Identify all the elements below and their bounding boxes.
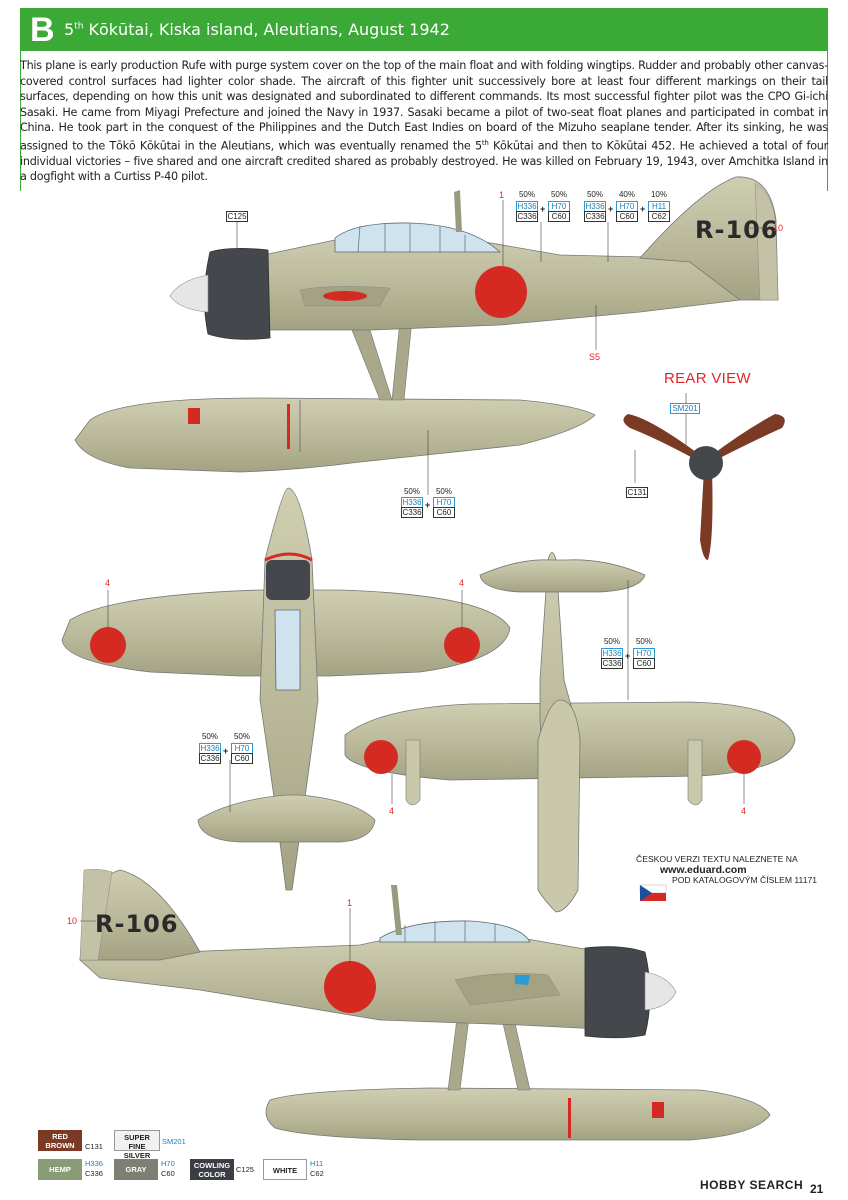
legend-code: H11 (310, 1159, 324, 1168)
mix-percent: 50% (201, 732, 218, 741)
callout-1-side-2: 1 (347, 898, 353, 908)
legend-code: C131 (85, 1142, 103, 1151)
float-red-band (188, 408, 200, 424)
swatch-hemp: HEMP (38, 1159, 82, 1180)
paint-code-box: C60 (633, 658, 655, 669)
tail-code: R-106 (695, 216, 779, 244)
rear-view-title: REAR VIEW (664, 370, 751, 387)
paint-code-box: C336 (401, 507, 423, 518)
callout-10-side: 10 (773, 223, 784, 233)
swatch-gray: GRAY (114, 1159, 158, 1180)
top-view-aircraft (61, 487, 511, 891)
main-float-2 (265, 1087, 771, 1141)
tail-code-2: R-106 (95, 910, 179, 938)
paint-code-box: C336 (601, 658, 623, 669)
mix-percent: 50% (233, 732, 250, 741)
paint-code-box: C336 (584, 211, 606, 222)
main-float (74, 397, 596, 473)
mix-percent: 50% (635, 637, 652, 646)
czech-note: ČESKOU VERZI TEXTU NALEZNETE NA www.edua… (636, 854, 836, 886)
spinner (169, 274, 209, 313)
legend-code: C125 (236, 1165, 254, 1174)
legend-code: C60 (161, 1169, 175, 1178)
mix-percent: 50% (603, 637, 620, 646)
hinomaru-top-left (90, 627, 126, 663)
callout-4-top-left: 4 (105, 578, 111, 588)
cowling-2 (584, 946, 651, 1039)
prop-color-box: C131 (626, 487, 648, 498)
paint-code-box: C336 (516, 211, 538, 222)
mix-percent: 50% (586, 190, 603, 199)
swatch-white: WHITE (263, 1159, 307, 1180)
hinomaru-bottom-right (727, 740, 761, 774)
paint-code-box: C336 (199, 753, 221, 764)
right-border (827, 51, 828, 191)
mix-percent: 50% (403, 487, 420, 496)
callout-10-side-2: 10 (67, 916, 78, 926)
canopy-2 (379, 920, 531, 943)
callout-4-top-right: 4 (459, 578, 465, 588)
side-view-aircraft: R-106 (74, 176, 779, 495)
left-border (20, 51, 21, 191)
paint-code-box: C62 (648, 211, 670, 222)
scheme-letter: B (30, 11, 55, 49)
mix-percent: 50% (435, 487, 452, 496)
mix-percent: 50% (518, 190, 535, 199)
hinomaru-fuselage-2 (324, 961, 376, 1013)
mix-percent: 10% (650, 190, 667, 199)
czech-note-line3: POD KATALOGOVÝM ČÍSLEM 11171 (672, 875, 818, 885)
callout-4-bottom-right: 4 (741, 806, 747, 816)
eduard-link[interactable]: www.eduard.com (660, 863, 747, 876)
cowling (204, 248, 271, 340)
hinomaru-bottom-left (364, 740, 398, 774)
spinner-color-box: SM201 (670, 403, 700, 414)
legend-code: C62 (310, 1169, 324, 1178)
spinner-2 (644, 971, 677, 1011)
legend-code: C336 (85, 1169, 103, 1178)
side-view-aircraft-2: R-106 (79, 869, 771, 1141)
prop-hub (689, 446, 723, 480)
bottom-view-aircraft (344, 552, 796, 913)
legend-code: H336 (85, 1159, 103, 1168)
mix-percent: 50% (550, 190, 567, 199)
czech-flag (639, 884, 667, 901)
page-number: 21 (810, 1182, 824, 1196)
legend-code: SM201 (162, 1137, 186, 1146)
tail-fin (639, 176, 779, 301)
paint-code-box: C60 (231, 753, 253, 764)
scheme-title: 5th Kōkūtai, Kiska island, Aleutians, Au… (64, 20, 450, 39)
paint-code-box: C60 (616, 211, 638, 222)
hobby-search-watermark: HOBBY SEARCH (700, 1178, 804, 1192)
paint-code-box: C60 (548, 211, 570, 222)
mix-percent: 40% (618, 190, 635, 199)
scheme-description: This plane is early production Rufe with… (20, 59, 828, 184)
page-header: B 5th Kōkūtai, Kiska island, Aleutians, … (20, 8, 828, 51)
callout-4-bottom-left: 4 (389, 806, 395, 816)
hinomaru-top-right (444, 627, 480, 663)
legend-code: H70 (161, 1159, 175, 1168)
callout-1-side: 1 (499, 190, 505, 200)
callout-s5: S5 (589, 352, 601, 362)
czech-note-line1: ČESKOU VERZI TEXTU NALEZNETE NA (636, 854, 798, 864)
hinomaru-fuselage (475, 266, 527, 318)
cowling-color-box: C125 (226, 211, 248, 222)
paint-code-box: C60 (433, 507, 455, 518)
rear-view-propeller (623, 414, 785, 560)
